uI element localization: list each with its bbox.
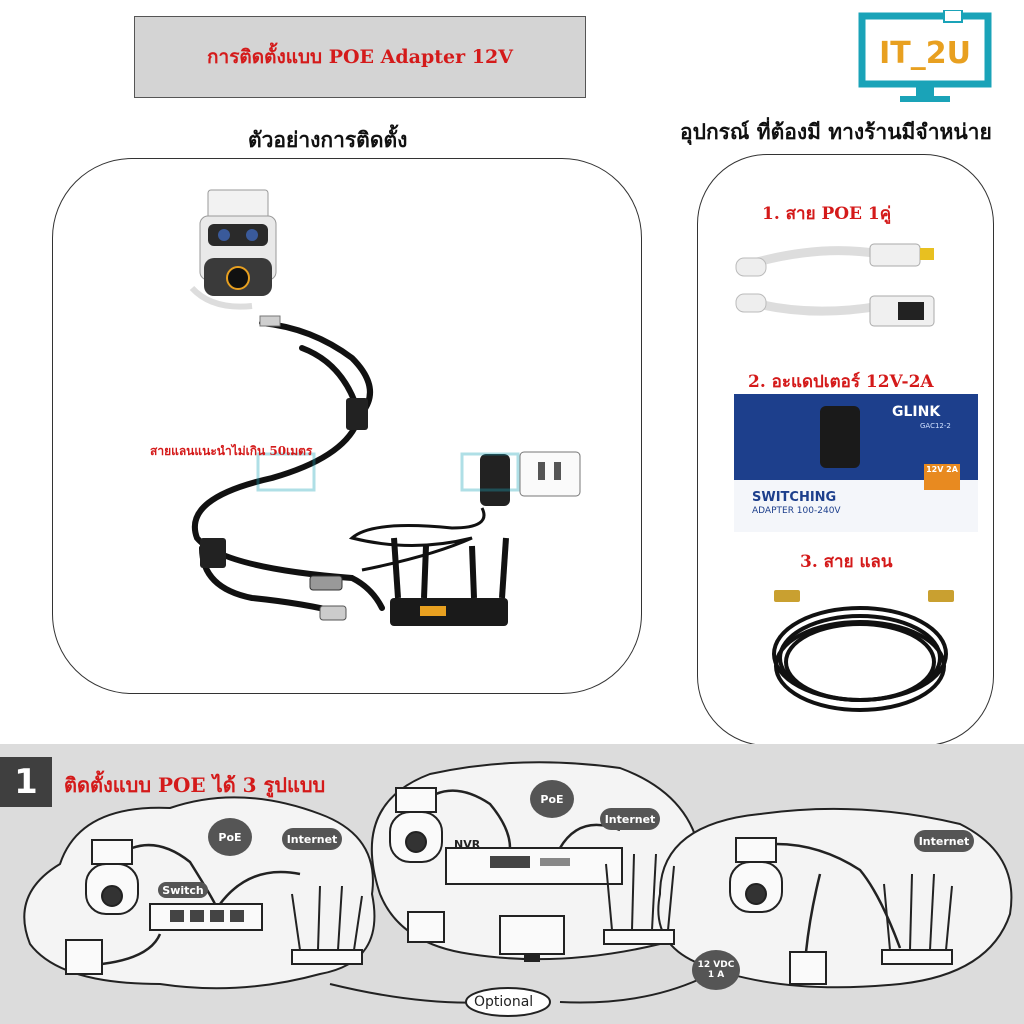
internet-bubble: Internet — [914, 830, 974, 852]
poe-cable-icon — [191, 320, 385, 616]
lan-cable-coil-icon — [772, 590, 954, 712]
dc-power-bubble: 12 VDC 1 A — [692, 950, 740, 990]
poe-label: PoE — [218, 830, 242, 844]
step-number-badge: 1 — [0, 757, 52, 807]
page-title-box: การติดตั้งแบบ POE Adapter 12V — [134, 16, 586, 98]
poe-splitter-icon — [346, 398, 368, 430]
internet-label: Internet — [604, 812, 656, 826]
wall-socket-icon — [65, 939, 103, 975]
ptz-camera-icon — [189, 189, 277, 310]
example-heading: ตัวอย่างการติดตั้ง — [248, 127, 408, 152]
watermark-logo-icon — [256, 452, 520, 492]
cable-length-note: สายแลนแนะนำไม่เกิน 50เมตร — [150, 444, 313, 458]
switch-label: Switch — [162, 883, 204, 897]
router-icon — [291, 885, 363, 965]
dc-plug-icon — [309, 575, 343, 591]
equipment-item-2: 2. อะแดปเตอร์ 12V-2A — [748, 372, 934, 392]
adapter-cable-icon — [348, 507, 486, 572]
logo-text: IT_2U — [879, 36, 971, 71]
optional-pill — [465, 987, 551, 1017]
network-switch-icon — [149, 903, 263, 931]
poe-label: PoE — [540, 792, 564, 806]
nvr-recorder-icon — [445, 847, 623, 885]
monitor-logo-icon: IT_2U — [858, 9, 992, 102]
adapter-line1: SWITCHING — [752, 490, 837, 505]
poe-cable-pair-icon — [735, 243, 935, 327]
brand-logo: IT_2U — [858, 9, 994, 106]
equipment-item-1: 1. สาย POE 1คู่ — [762, 204, 892, 224]
poe-injector-icon — [200, 538, 226, 568]
adapter-line2: ADAPTER 100-240V — [752, 506, 841, 516]
optional-label: Optional — [474, 994, 534, 1010]
poe-topology-diagram — [23, 761, 1013, 1017]
rj45-plug-icon — [259, 315, 281, 327]
camera-icon — [91, 839, 133, 865]
adapter-photo-icon — [820, 406, 860, 468]
adapter-product-box: GLINK GAC12-2 12V 2A SWITCHING ADAPTER 1… — [734, 394, 978, 532]
router-icon — [603, 853, 675, 945]
camera-icon — [395, 787, 437, 813]
adapter-brand: GLINK — [892, 404, 941, 420]
poe-bubble: PoE — [208, 818, 252, 856]
installation-illustration — [189, 189, 581, 626]
section1-title: ติดตั้งแบบ POE ได้ 3 รูปแบบ — [64, 773, 326, 797]
internet-label: Internet — [286, 832, 338, 846]
nvr-label: NVR — [454, 838, 481, 851]
equipment-heading: อุปกรณ์ ที่ต้องมี ทางร้านมีจำหน่าย — [680, 119, 992, 144]
monitor-icon — [499, 915, 565, 962]
example-panel — [52, 158, 642, 694]
dc-current-label: 1 A — [707, 970, 725, 980]
page-title: การติดตั้งแบบ POE Adapter 12V — [207, 46, 513, 68]
internet-bubble: Internet — [600, 808, 660, 830]
adapter-rating: 12V 2A — [924, 464, 960, 490]
router-icon — [390, 537, 509, 626]
adapter-model: GAC12-2 — [920, 422, 951, 430]
router-icon — [881, 873, 953, 965]
internet-label: Internet — [918, 834, 970, 848]
switch-bubble: Switch — [158, 882, 208, 898]
internet-bubble: Internet — [282, 828, 342, 850]
wall-socket-icon — [407, 911, 445, 943]
poe-bubble: PoE — [530, 780, 574, 818]
camera-icon — [735, 837, 777, 863]
dc-voltage-label: 12 VDC — [697, 960, 735, 970]
wall-socket-icon — [789, 951, 827, 985]
rj45-plug-icon — [319, 605, 347, 621]
power-adapter-icon — [480, 451, 581, 506]
equipment-item-3: 3. สาย แลน — [800, 552, 893, 572]
